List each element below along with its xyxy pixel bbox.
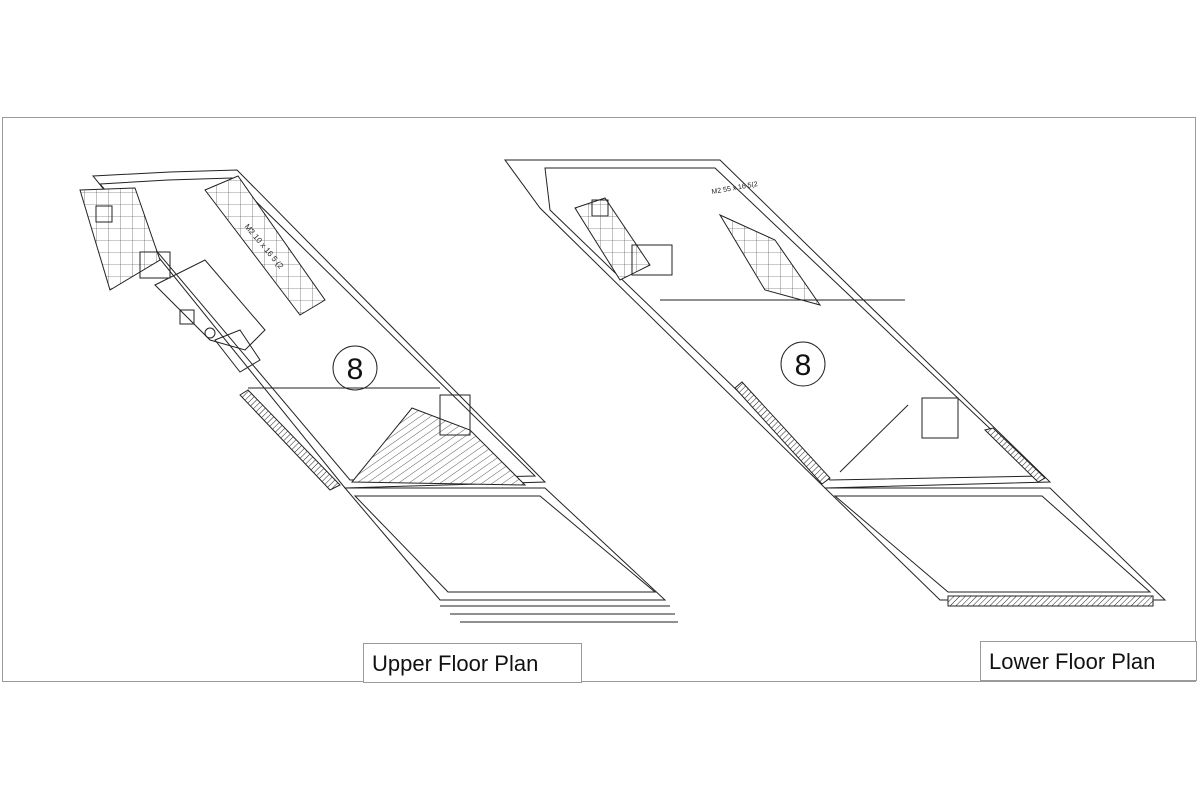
upper-vanity xyxy=(139,251,171,279)
upper-bathroom-tiles xyxy=(79,187,161,291)
lower-wall-hatch-2 xyxy=(984,427,1046,483)
upper-inner-wall xyxy=(98,177,537,481)
upper-unit-number: 8 xyxy=(347,353,364,386)
lower-unit-circle xyxy=(780,341,826,387)
upper-floor-plan-title: Upper Floor Plan xyxy=(363,643,582,683)
lower-vanity xyxy=(631,244,673,276)
lower-courtyard-inner xyxy=(833,495,1152,593)
lower-wall-hatch xyxy=(734,381,831,485)
lower-cabinet xyxy=(921,397,959,439)
upper-deck xyxy=(350,407,527,486)
lower-bathroom-tiles xyxy=(574,197,651,281)
lower-courtyard xyxy=(823,487,1167,601)
lower-bottom-hatch xyxy=(947,595,1154,607)
upper-sink xyxy=(204,327,216,339)
upper-unit-circle xyxy=(332,345,378,391)
upper-courtyard xyxy=(343,487,667,601)
lower-unit-number: 8 xyxy=(795,349,812,382)
upper-cooktop xyxy=(179,309,195,325)
upper-courtyard-inner xyxy=(353,495,657,593)
upper-stair xyxy=(214,329,261,373)
lower-sliding-door xyxy=(839,404,909,473)
lower-floor-plan-title: Lower Floor Plan xyxy=(980,641,1197,681)
lower-outer-wall xyxy=(504,159,1052,489)
upper-cabinet xyxy=(439,394,471,436)
upper-kitchen-counter xyxy=(154,259,266,351)
lower-floor-plan: M2 55 x 16 5(2 8 xyxy=(504,159,1167,607)
lower-dimension-note: M2 55 x 16 5(2 xyxy=(711,181,758,196)
upper-toilet xyxy=(95,205,113,223)
upper-floor-plan: M2 10 x 16 5 (2 8 xyxy=(79,169,678,623)
lower-toilet xyxy=(591,199,609,217)
upper-storage-tiles xyxy=(204,175,326,316)
upper-wall-hatch xyxy=(239,389,341,491)
upper-outer-wall xyxy=(91,169,547,489)
lower-storage-tiles xyxy=(718,213,822,306)
drawing-frame xyxy=(2,117,1196,682)
lower-inner-wall xyxy=(544,167,1042,481)
